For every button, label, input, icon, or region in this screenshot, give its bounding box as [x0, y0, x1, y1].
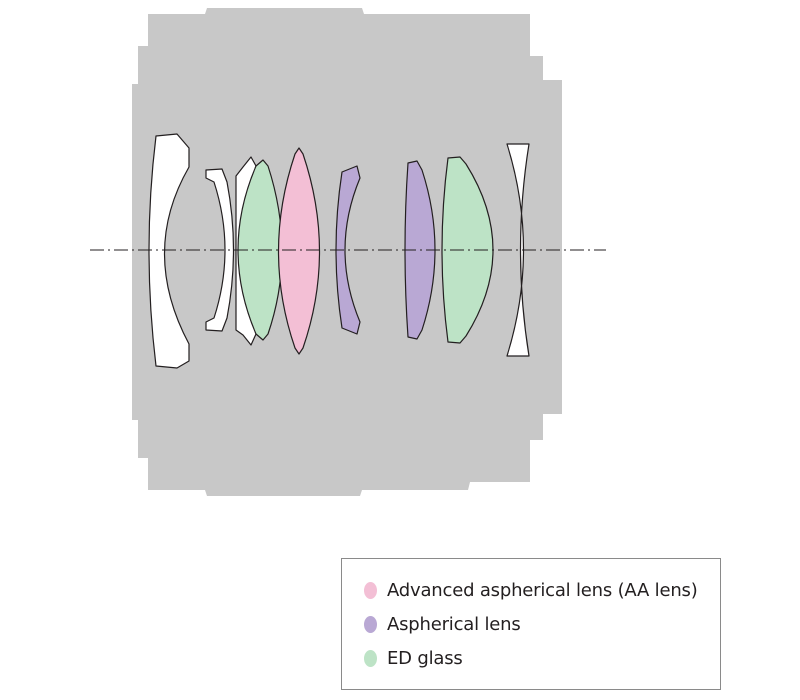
lens-element-7	[404, 160, 436, 340]
legend-label-ed-glass: ED glass	[387, 647, 463, 669]
lens-element-8	[441, 156, 494, 344]
legend-item-aspherical-lens: Aspherical lens	[364, 607, 720, 641]
lens-element-6	[335, 165, 361, 335]
legend-label-aspherical-lens: Aspherical lens	[387, 613, 521, 635]
legend-swatch-aspherical-lens	[364, 615, 377, 633]
legend-swatch-ed-glass	[364, 649, 377, 667]
lens-barrel	[132, 8, 562, 496]
legend-item-ed-glass: ED glass	[364, 641, 720, 675]
legend-swatch-aa-lens	[364, 581, 377, 599]
lens-element-5	[277, 147, 321, 355]
lens-element-2	[205, 168, 235, 332]
legend: Advanced aspherical lens (AA lens) Asphe…	[341, 558, 721, 690]
legend-item-aa-lens: Advanced aspherical lens (AA lens)	[364, 573, 720, 607]
lens-element-1	[148, 133, 190, 369]
legend-label-aa-lens: Advanced aspherical lens (AA lens)	[387, 579, 698, 601]
lens-element-9	[506, 143, 530, 357]
